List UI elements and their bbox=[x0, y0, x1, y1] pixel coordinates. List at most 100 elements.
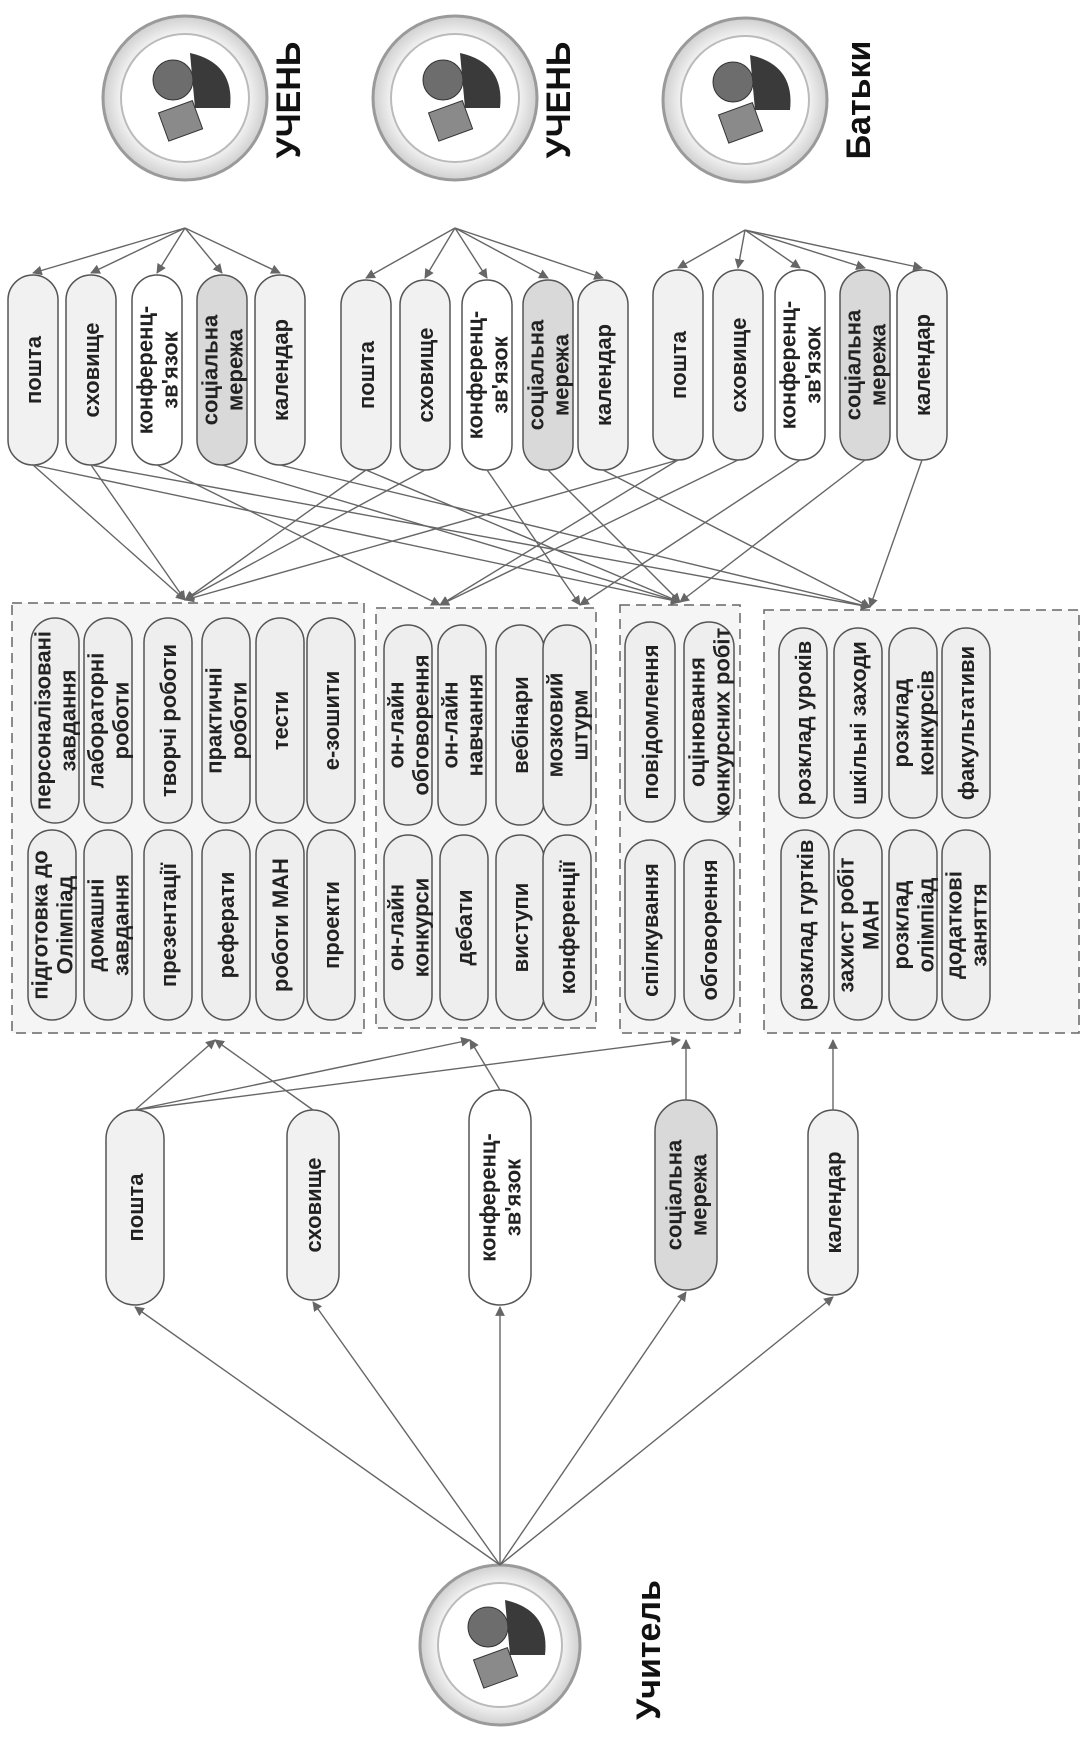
teacher-calendar-pill-label: календар bbox=[821, 1151, 846, 1253]
learning-item-a-2-text: творчі роботи bbox=[156, 644, 181, 797]
student-computer-icon bbox=[422, 53, 501, 142]
service-group-arrow bbox=[579, 459, 801, 606]
online-item-b-2: виступи bbox=[495, 834, 545, 1021]
online-item-a-1-text: он-лайн bbox=[438, 681, 463, 768]
learning-item-a-0-shape bbox=[30, 617, 80, 824]
service-group-arrow bbox=[32, 464, 186, 601]
online-item-b-3-shape bbox=[542, 834, 592, 1021]
learning-item-a-0-text: персоналізовані bbox=[31, 631, 56, 810]
par-social-pill-text: мережа bbox=[866, 323, 891, 406]
learning-item-a-4-shape bbox=[255, 617, 305, 824]
online-item-a-0-shape bbox=[383, 624, 433, 826]
service-group-arrow bbox=[439, 459, 679, 606]
communication-item-a-1-text: конкурсних робіт bbox=[710, 627, 735, 816]
teacher-conference-pill-text: зв'язок bbox=[501, 1158, 526, 1236]
svg-text:Батьки: Батьки bbox=[840, 41, 878, 160]
teacher-calendar-pill: календар bbox=[807, 1109, 859, 1296]
learning-item-b-0-text: Олімпіад bbox=[53, 876, 78, 975]
online-item-a-3-text: мозковий bbox=[543, 673, 568, 778]
communication-item-b-1-shape bbox=[683, 839, 735, 1021]
online-item-a-1-text: навчання bbox=[463, 674, 488, 777]
online-item-b-3-text: конференції bbox=[555, 860, 580, 994]
s2-conference-pill-text: зв'язок bbox=[488, 335, 513, 413]
schedule-item-b-1-text: МАН bbox=[859, 900, 884, 950]
service-group-arrow bbox=[184, 459, 679, 603]
service-group-arrow bbox=[547, 469, 681, 603]
schedule-item-a-3-text: факультативи bbox=[954, 646, 979, 800]
service-group-arrow bbox=[486, 469, 581, 606]
actor-service-arrow bbox=[184, 227, 281, 274]
s2-mail-pill: пошта bbox=[340, 279, 392, 471]
learning-item-a-3-text: роботи bbox=[227, 682, 252, 760]
online-item-b-3-label: конференції bbox=[555, 860, 580, 994]
schedule-item-a-0-text: розклад уроків bbox=[791, 641, 816, 806]
communication-item-a-0-text: повідомлення bbox=[638, 644, 663, 799]
schedule-item-b-3-text: заняття bbox=[967, 883, 992, 966]
online-item-a-3-shape bbox=[542, 624, 592, 826]
schedule-item-a-1-shape bbox=[833, 627, 883, 819]
par-conference-pill-text: конференц- bbox=[776, 301, 801, 429]
s1-storage-pill-text: сховище bbox=[79, 323, 104, 418]
online-item-a-2-label: вебінари bbox=[508, 676, 533, 773]
teacher-social-pill-text: соціальна bbox=[662, 1139, 687, 1250]
online-item-b-2-text: виступи bbox=[508, 883, 533, 973]
teacher-person-icon bbox=[467, 1600, 546, 1689]
schedule-item-b-1-text: захист робіт bbox=[834, 857, 859, 992]
par-storage-pill: сховище bbox=[712, 269, 764, 461]
s1-calendar-pill-text: календар bbox=[268, 319, 293, 421]
schedule-item-b-2-text: олімпіад bbox=[914, 878, 939, 973]
par-calendar-pill-label: календар bbox=[910, 314, 935, 416]
svg-text:Учитель: Учитель bbox=[630, 1580, 668, 1720]
schedule-item-a-0: розклад уроків bbox=[778, 627, 828, 819]
schedule-item-b-0-label: розклад гуртків bbox=[793, 840, 818, 1011]
learning-item-a-4-text: тести bbox=[268, 691, 293, 750]
learning-item-a-5-label: е-зошити bbox=[319, 671, 344, 771]
actor-student1-label: УЧЕНЬ bbox=[270, 42, 308, 159]
service-group-arrow bbox=[134, 1039, 216, 1111]
actor-service-arrow bbox=[677, 229, 746, 269]
actor-service-arrow bbox=[454, 227, 549, 279]
actor-service-arrow bbox=[734, 229, 746, 269]
par-conference-pill-label: конференц-зв'язок bbox=[776, 301, 826, 429]
learning-item-b-3-shape bbox=[201, 829, 251, 1021]
learning-item-a-2-shape bbox=[143, 617, 193, 824]
learning-item-a-1-text: лабораторні bbox=[84, 653, 109, 789]
s1-conference-pill: конференц-зв'язок bbox=[131, 274, 183, 466]
schedule-item-b-0: розклад гуртків bbox=[780, 829, 830, 1021]
teacher-conference-pill: конференц-зв'язок bbox=[468, 1089, 532, 1306]
learning-item-b-2-label: презентації bbox=[156, 862, 181, 987]
teacher-storage-pill-label: сховище bbox=[301, 1158, 326, 1253]
s1-social-pill-text: соціальна bbox=[198, 314, 223, 425]
teacher-conference-pill-text: конференц- bbox=[476, 1133, 501, 1261]
s2-mail-pill-label: пошта bbox=[354, 340, 379, 409]
learning-item-b-0-text: підготовка до bbox=[28, 850, 53, 999]
service-group-arrow bbox=[32, 464, 681, 605]
online-item-b-1: дебати bbox=[439, 834, 489, 1021]
communication-item-b-0-shape bbox=[624, 839, 676, 1021]
service-group-arrow bbox=[90, 464, 871, 611]
par-social-pill-text: соціальна bbox=[841, 309, 866, 420]
schedule-item-b-1-shape bbox=[833, 829, 883, 1021]
communication-item-b-0-text: спілкування bbox=[638, 863, 663, 997]
actor-service-arrow bbox=[454, 227, 488, 279]
service-group-arrow bbox=[214, 1039, 314, 1111]
s1-calendar-pill: календар bbox=[254, 274, 306, 466]
s2-storage-pill-label: сховище bbox=[413, 328, 438, 423]
teacher-calendar-pill-text: календар bbox=[821, 1151, 846, 1253]
learning-item-b-4-label: роботи МАН bbox=[268, 858, 293, 992]
s1-storage-pill: сховище bbox=[65, 274, 117, 466]
s1-storage-pill-label: сховище bbox=[79, 323, 104, 418]
communication-item-b-1-label: обговорення bbox=[697, 859, 722, 1000]
